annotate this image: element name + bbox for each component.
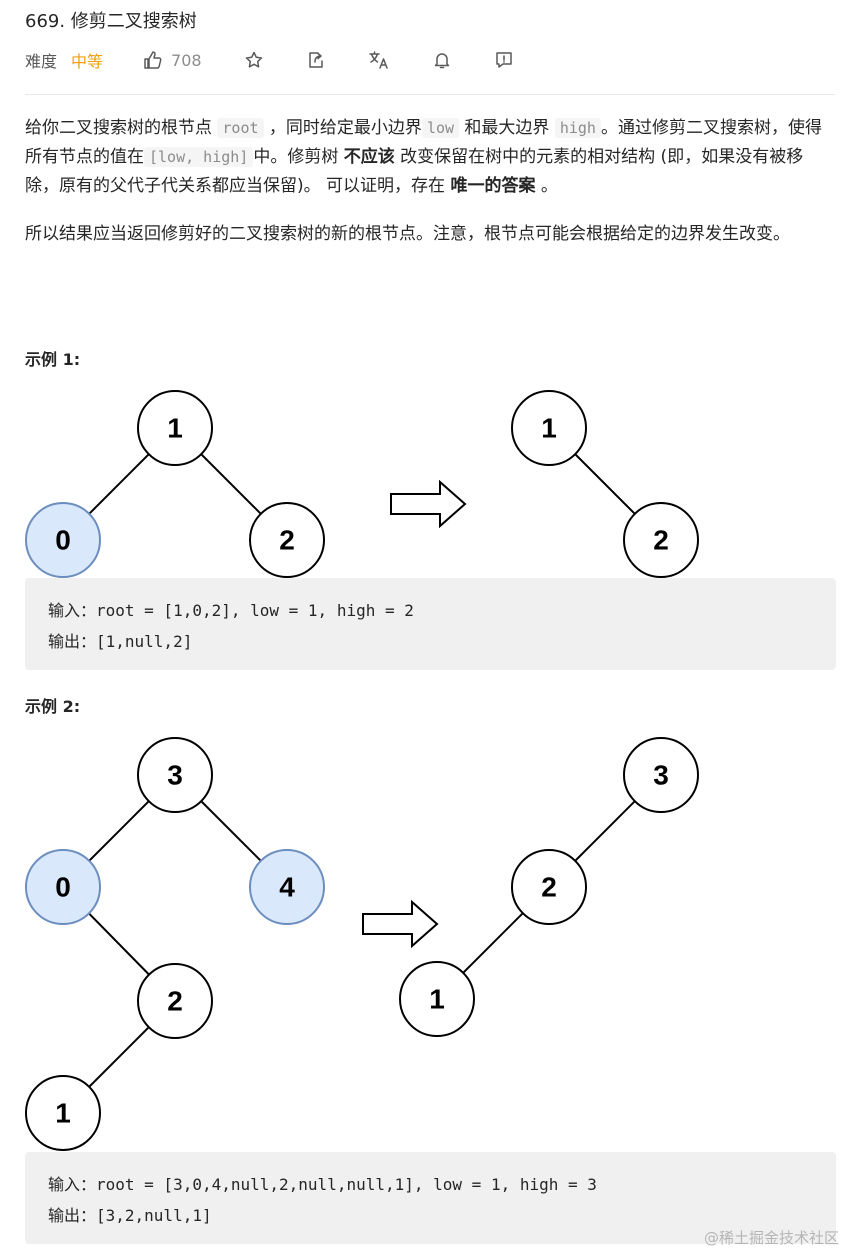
feedback-icon [495, 52, 512, 68]
tree-node: 2 [511, 849, 587, 925]
bell-icon [434, 53, 449, 69]
example-2-diagram: 3 0 4 2 1 3 2 1 [25, 737, 699, 1151]
watermark: @稀土掘金技术社区 [703, 1229, 839, 1247]
share-button[interactable] [306, 50, 326, 70]
example-2-code: 输入：root = [3,0,4,null,2,null,null,1], lo… [25, 1152, 836, 1244]
example-1-code: 输入：root = [1,0,2], low = 1, high = 2 输出：… [25, 578, 836, 670]
svg-text:2: 2 [279, 525, 295, 556]
header-divider [25, 94, 835, 95]
svg-text:1: 1 [429, 984, 445, 1015]
difficulty-label: 难度 [25, 52, 58, 71]
svg-text:4: 4 [279, 872, 295, 903]
transform-arrow [390, 479, 467, 529]
inline-code-low: low [421, 118, 460, 138]
desc-text: 。 [535, 176, 558, 196]
problem-toolbar: 难度 中等 708 [25, 46, 556, 74]
svg-text:2: 2 [541, 872, 557, 903]
desc-text: 中。修剪树 [253, 147, 344, 167]
desc-text: 和最大边界 [459, 118, 555, 138]
tree-node: 2 [623, 502, 699, 578]
like-button[interactable]: 708 [143, 50, 202, 70]
translate-icon [368, 51, 388, 69]
example-2-output: 输出：[3,2,null,1] [48, 1206, 212, 1225]
inline-code-range: [low, high] [144, 147, 254, 167]
svg-text:0: 0 [55, 872, 71, 903]
tree-node: 2 [249, 502, 325, 578]
inline-code-root: root [217, 118, 264, 138]
svg-text:1: 1 [167, 413, 183, 444]
tree-node: 1 [511, 390, 587, 466]
example-1-output: 输出：[1,null,2] [48, 632, 193, 651]
tree-node: 3 [623, 737, 699, 813]
star-icon [245, 51, 262, 68]
svg-text:1: 1 [55, 1098, 71, 1129]
example-2-input: 输入：root = [3,0,4,null,2,null,null,1], lo… [48, 1175, 597, 1194]
example-2-heading: 示例 2: [25, 697, 81, 716]
desc-text: ，同时给定最小边界 [263, 118, 422, 138]
example-1-heading: 示例 1: [25, 350, 81, 369]
tree-node: 1 [137, 390, 213, 466]
tree-node: 1 [25, 1075, 101, 1151]
svg-text:1: 1 [541, 413, 557, 444]
description-paragraph-2: 所以结果应当返回修剪好的二叉搜索树的新的根节点。注意，根节点可能会根据给定的边界… [25, 224, 790, 244]
desc-text: 给你二叉搜索树的根节点 [25, 118, 218, 138]
subscribe-button[interactable] [432, 50, 452, 70]
favorite-button[interactable] [244, 50, 264, 70]
svg-text:3: 3 [167, 760, 183, 791]
tree-node-removed: 4 [249, 849, 325, 925]
share-icon [308, 52, 323, 68]
desc-bold: 不应该 [343, 147, 395, 167]
example-1-diagram: 1 0 2 1 2 [25, 390, 699, 578]
feedback-button[interactable] [494, 50, 514, 70]
tree-node-removed: 0 [25, 502, 101, 578]
desc-text: 改变保留在树中的元素的相对结构 (即，如果没有被移除，原有的父代子代关系都应当保… [25, 147, 804, 196]
tree-node-removed: 0 [25, 849, 101, 925]
tree-node: 2 [137, 963, 213, 1039]
svg-text:2: 2 [653, 525, 669, 556]
transform-arrow [362, 899, 439, 949]
example-1-input: 输入：root = [1,0,2], low = 1, high = 2 [48, 601, 414, 620]
problem-title: 669. 修剪二叉搜索树 [25, 11, 197, 32]
translate-button[interactable] [368, 50, 390, 70]
difficulty-badge: 中等 [71, 52, 104, 71]
desc-text: 。通过修剪二叉搜索树，使得所有节点的值在 [25, 118, 822, 167]
svg-text:3: 3 [653, 760, 669, 791]
svg-text:2: 2 [167, 986, 183, 1017]
thumbs-up-icon [144, 51, 162, 69]
tree-node: 1 [399, 961, 475, 1037]
tree-node: 3 [137, 737, 213, 813]
like-count: 708 [171, 50, 202, 70]
desc-bold: 唯一的答案 [450, 176, 536, 196]
inline-code-high: high [554, 118, 601, 138]
svg-text:0: 0 [55, 525, 71, 556]
